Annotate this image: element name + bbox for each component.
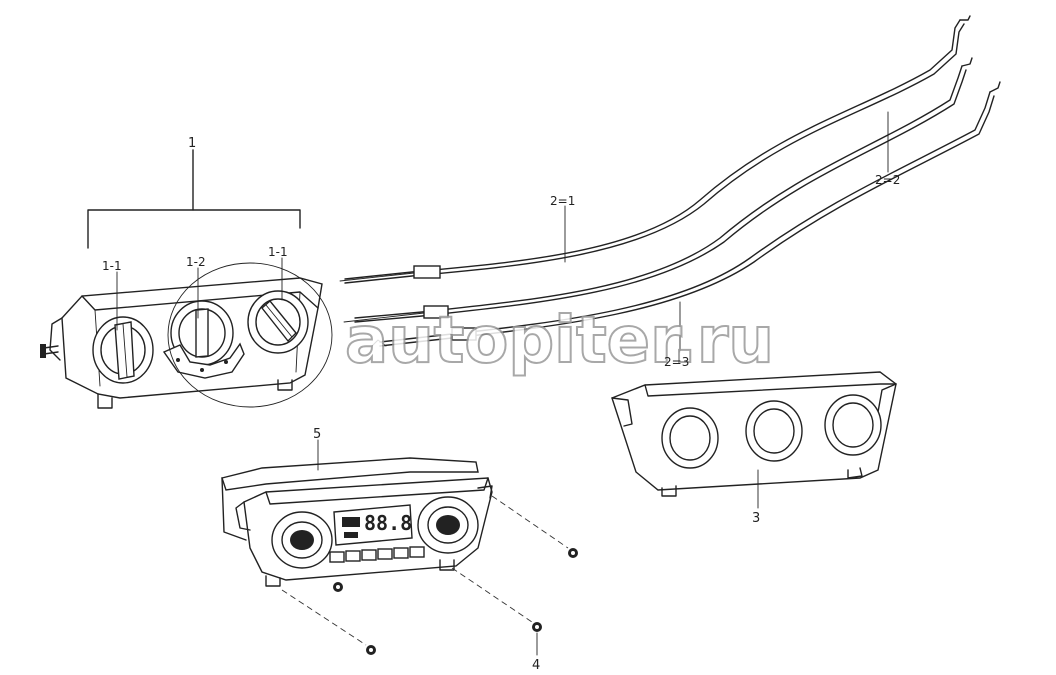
screw-3 xyxy=(366,645,376,655)
screw-2 xyxy=(532,622,542,632)
panel-part-3 xyxy=(611,371,897,509)
callout-1-2: 1-2 xyxy=(186,255,206,269)
watermark: autopiter.ru xyxy=(167,262,775,408)
callout-1: 1 xyxy=(188,136,196,151)
display-temperature: 88.8 xyxy=(364,511,412,535)
button-row xyxy=(329,546,425,563)
control-cables xyxy=(339,15,1001,353)
callout-4: 4 xyxy=(532,658,540,673)
callout-labels: 1 1-1 1-2 1-1 2=1 2=2 2=3 3 4 5 xyxy=(102,136,900,673)
callout-2-3: 2=3 xyxy=(664,355,689,369)
callout-1-1-right: 1-1 xyxy=(268,245,288,259)
callout-2-1: 2=1 xyxy=(550,194,575,208)
climate-control-unit-5: 88.8 xyxy=(221,439,493,587)
manual-control-panel xyxy=(40,149,323,409)
callout-2-2: 2=2 xyxy=(875,173,900,187)
knob-1-1-right xyxy=(247,290,309,354)
knob-1-1-left xyxy=(92,316,154,384)
screw-1 xyxy=(568,548,578,558)
callout-1-1-left: 1-1 xyxy=(102,259,122,273)
screw-4 xyxy=(333,582,343,592)
callout-5: 5 xyxy=(313,427,321,442)
watermark-text: autopiter.ru xyxy=(345,304,774,378)
callout-3: 3 xyxy=(752,511,760,526)
screws-part-4 xyxy=(281,495,578,656)
knob-1-2-middle xyxy=(162,300,245,379)
